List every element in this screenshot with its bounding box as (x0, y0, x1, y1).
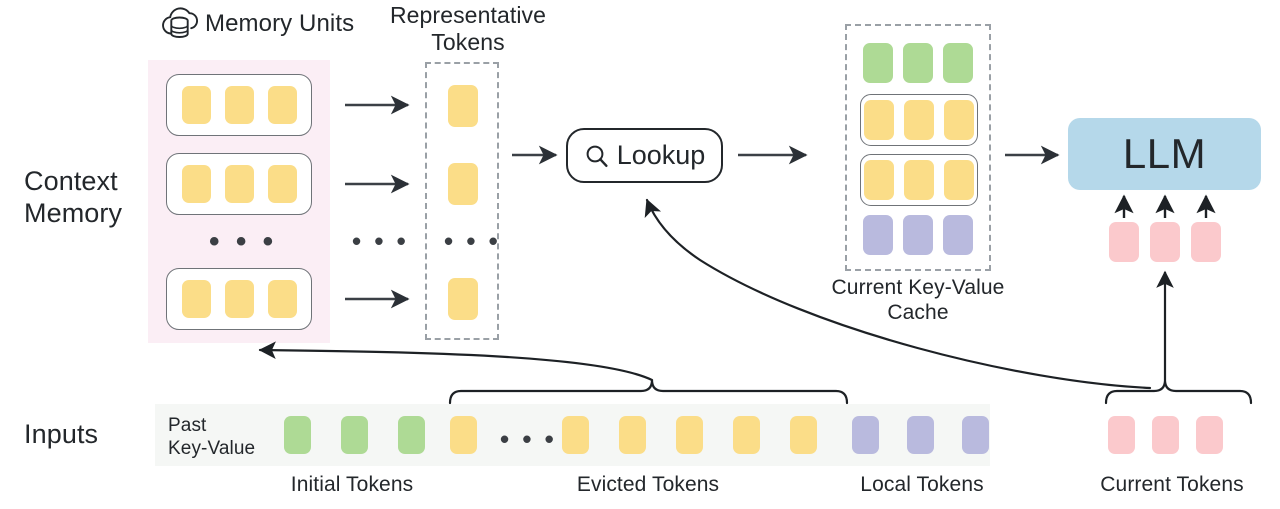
input-token-initial (398, 416, 425, 454)
arrow-column-ellipsis: • • • (352, 226, 409, 256)
input-token-evicted (619, 416, 646, 454)
lookup-label: Lookup (616, 140, 706, 170)
memory-unit-card[interactable] (166, 268, 312, 330)
caption-local-tokens: Local Tokens (860, 473, 984, 496)
kv-token (944, 160, 974, 200)
representative-token (448, 85, 478, 127)
kv-cache-row-retrieved (860, 154, 978, 206)
input-token-local (852, 416, 879, 454)
llm-box[interactable]: LLM (1068, 118, 1261, 190)
kv-token (904, 100, 934, 140)
row-label-context-memory: Context Memory (24, 166, 123, 228)
input-token-current (1196, 416, 1223, 454)
input-token-evicted (450, 416, 477, 454)
kv-token (863, 215, 893, 255)
input-token-evicted (562, 416, 589, 454)
input-token-evicted (790, 416, 817, 454)
input-token-evicted (676, 416, 703, 454)
representative-token (448, 163, 478, 205)
kv-token (863, 43, 893, 83)
caption-current-tokens: Current Tokens (1100, 473, 1244, 496)
current-kv-cache-caption: Current Key-Value Cache (831, 276, 1005, 324)
cloud-database-icon (158, 4, 200, 46)
memory-unit-card[interactable] (166, 74, 312, 136)
memory-unit-card[interactable] (166, 153, 312, 215)
memory-units-ellipsis: • • • (209, 225, 278, 258)
representative-tokens-ellipsis: • • • (444, 226, 501, 256)
input-token-local (962, 416, 989, 454)
kv-token (864, 160, 894, 200)
kv-cache-row-initial (862, 41, 974, 85)
kv-token (943, 215, 973, 255)
memory-token (181, 86, 211, 124)
caption-evicted-tokens: Evicted Tokens (576, 473, 720, 496)
kv-token (944, 100, 974, 140)
lookup-button[interactable]: Lookup (566, 128, 723, 183)
representative-tokens-box (425, 62, 499, 340)
caption-initial-tokens: Initial Tokens (290, 473, 414, 496)
brace-current-tokens (1104, 379, 1253, 405)
kv-token (903, 43, 933, 83)
representative-token (448, 278, 478, 320)
input-token-evicted (733, 416, 760, 454)
memory-token (181, 280, 211, 318)
search-icon (584, 143, 610, 169)
input-token-initial (284, 416, 311, 454)
memory-token (224, 280, 254, 318)
llm-input-token (1150, 222, 1180, 262)
memory-token (181, 165, 211, 203)
llm-label: LLM (1122, 130, 1207, 177)
brace-evicted-tokens (448, 379, 849, 405)
arrow-unit-to-representative (345, 95, 410, 309)
llm-input-token (1109, 222, 1139, 262)
arrow-current-tokens-to-llm (1114, 194, 1216, 218)
kv-cache-row-local (862, 213, 974, 257)
kv-cache-row-retrieved (860, 94, 978, 146)
memory-units-heading: Memory Units (205, 10, 355, 37)
row-label-inputs: Inputs (24, 419, 99, 449)
representative-tokens-heading: Representative Tokens (389, 2, 547, 56)
input-token-initial (341, 416, 368, 454)
past-key-value-label: Past Key-Value (168, 415, 256, 460)
llm-input-token (1191, 222, 1221, 262)
memory-token (267, 165, 297, 203)
arrow-evicted-to-context-memory (258, 341, 654, 382)
input-token-current (1108, 416, 1135, 454)
evicted-tokens-ellipsis: • • • (500, 424, 557, 454)
input-token-local (907, 416, 934, 454)
memory-token (267, 280, 297, 318)
memory-token (224, 86, 254, 124)
memory-token (224, 165, 254, 203)
memory-token (267, 86, 297, 124)
input-token-current (1152, 416, 1179, 454)
kv-token (904, 160, 934, 200)
kv-token (864, 100, 894, 140)
kv-token (943, 43, 973, 83)
kv-token (903, 215, 933, 255)
